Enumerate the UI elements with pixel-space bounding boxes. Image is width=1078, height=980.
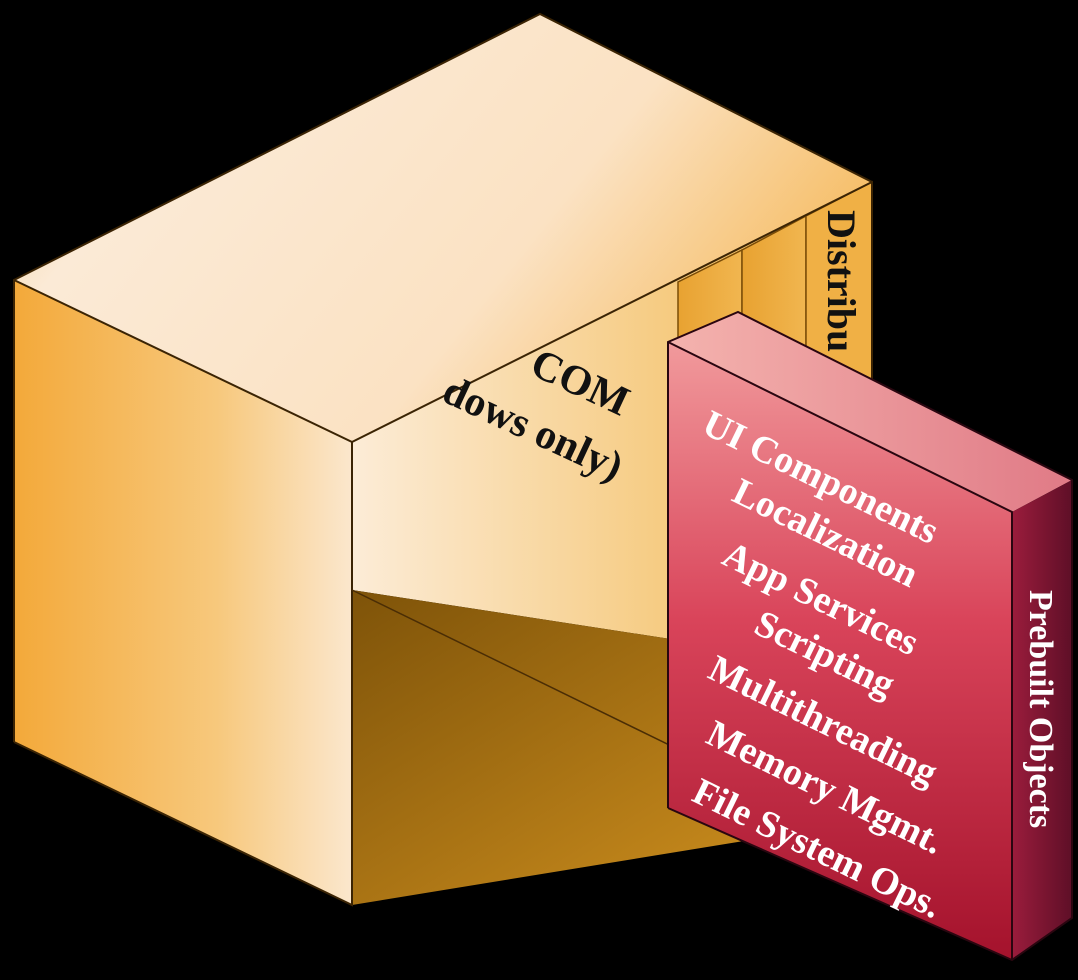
box-front-face <box>14 280 352 905</box>
box-edges <box>13 12 873 742</box>
box-edge-front <box>13 279 353 907</box>
panel-side-label: Prebuilt Objects <box>1022 590 1059 828</box>
panel-top-face <box>668 312 1072 512</box>
panel-front-face <box>668 342 1012 960</box>
panel-edge-front <box>667 341 1013 960</box>
box-edge-inner <box>351 589 701 761</box>
prebuilt-objects-panel: UI Components Localization App Services … <box>667 310 1073 962</box>
box-edge-top-front <box>351 181 873 443</box>
distributed-label: Distribu <box>819 210 864 352</box>
box-top-face <box>14 14 872 442</box>
panel-side-face <box>1012 480 1072 960</box>
